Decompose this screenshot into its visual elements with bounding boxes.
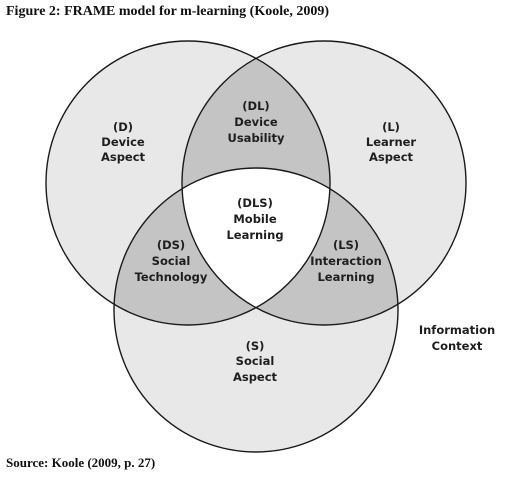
mobile-learning-label: (DLS) Mobile Learning (226, 196, 283, 242)
device-usability-label: (DL) Device Usability (228, 99, 285, 145)
figure-source: Source: Koole (2009, p. 27) (6, 455, 156, 470)
ls-line2: Learning (317, 270, 374, 284)
learner-line1: Learner (366, 135, 417, 149)
social-line1: Social (236, 354, 275, 368)
ds-line1: Social (152, 254, 191, 268)
learner-code: (L) (382, 120, 400, 134)
ls-line1: Interaction (310, 254, 382, 268)
context-line2: Context (432, 339, 483, 353)
ds-line2: Technology (135, 270, 208, 284)
ds-code: (DS) (157, 238, 185, 252)
dls-line2: Learning (226, 228, 283, 242)
social-code: (S) (246, 339, 265, 353)
dls-code: (DLS) (237, 196, 273, 210)
device-aspect-label: (D) Device Aspect (101, 120, 146, 164)
device-line1: Device (101, 135, 145, 149)
social-line2: Aspect (233, 370, 278, 384)
device-code: (D) (113, 120, 133, 134)
ls-code: (LS) (333, 238, 359, 252)
social-circle-outline (113, 167, 399, 453)
device-line2: Aspect (101, 150, 146, 164)
figure-title: Figure 2: FRAME model for m-learning (Ko… (6, 4, 329, 19)
context-line1: Information (419, 323, 495, 337)
social-technology-label: (DS) Social Technology (135, 238, 208, 284)
learner-circle-outline (181, 40, 467, 326)
circle-outlines (45, 40, 467, 453)
interaction-learning-label: (LS) Interaction Learning (310, 238, 382, 284)
dl-line1: Device (234, 115, 278, 129)
device-circle-outline (45, 40, 331, 326)
dl-line2: Usability (228, 131, 285, 145)
dls-line1: Mobile (233, 212, 276, 226)
learner-aspect-label: (L) Learner Aspect (366, 120, 417, 164)
dl-code: (DL) (242, 99, 269, 113)
social-aspect-label: (S) Social Aspect (233, 339, 278, 384)
learner-line2: Aspect (369, 150, 414, 164)
information-context-label: Information Context (419, 323, 495, 353)
